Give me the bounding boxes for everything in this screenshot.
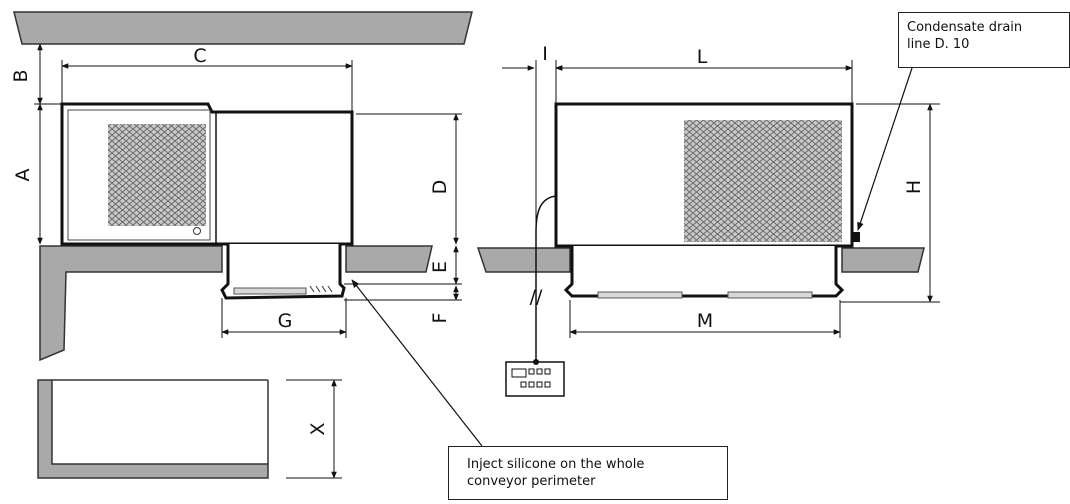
cutout-profile xyxy=(37,379,269,479)
dim-a-label: A xyxy=(12,169,34,182)
drain-leader-line xyxy=(857,67,913,231)
left-floor-right-segment xyxy=(345,245,433,273)
drain-line-callout: Condensate drain line D. 10 xyxy=(898,12,1070,68)
silicone-text-1: Inject silicone on the whole xyxy=(467,457,645,472)
left-wall-profile xyxy=(39,245,223,362)
right-evaporator-tray-right xyxy=(727,291,813,299)
controller-panel xyxy=(505,359,565,397)
ceiling-slab xyxy=(13,11,473,45)
dim-l-label: L xyxy=(697,46,708,68)
left-grille xyxy=(108,124,206,226)
dim-x-label: X xyxy=(307,422,329,435)
right-grille xyxy=(684,120,842,242)
left-indicator xyxy=(193,227,201,235)
controller-cable xyxy=(535,195,557,362)
dim-h-label: H xyxy=(903,180,925,194)
silicone-leader-line xyxy=(351,279,483,447)
right-evaporator xyxy=(563,246,845,298)
dim-i-label: I xyxy=(542,43,548,65)
dim-f-label: F xyxy=(429,313,451,324)
left-unit-body xyxy=(60,102,354,246)
dim-e-label: E xyxy=(429,261,451,273)
dim-b-label: B xyxy=(10,69,32,82)
silicone-callout: Inject silicone on the whole conveyor pe… xyxy=(448,446,728,500)
right-floor-right-segment xyxy=(841,247,925,273)
dim-d-label: D xyxy=(429,180,451,195)
cable-break-mark: // xyxy=(530,286,543,308)
dim-g-label: G xyxy=(278,310,293,332)
right-floor-left-segment xyxy=(476,247,571,273)
drain-outlet xyxy=(852,232,860,242)
left-evaporator-fins xyxy=(309,285,333,293)
drain-line-text-2: line D. 10 xyxy=(907,37,970,52)
dim-m-label: M xyxy=(697,310,713,332)
left-evaporator-tray xyxy=(233,287,307,295)
dim-c-label: C xyxy=(193,45,206,67)
right-evaporator-tray-left xyxy=(597,291,683,299)
left-side-panel xyxy=(67,109,211,241)
silicone-text-2: conveyor perimeter xyxy=(467,474,596,489)
left-evaporator xyxy=(220,244,346,300)
drain-line-text-1: Condensate drain xyxy=(907,20,1023,35)
